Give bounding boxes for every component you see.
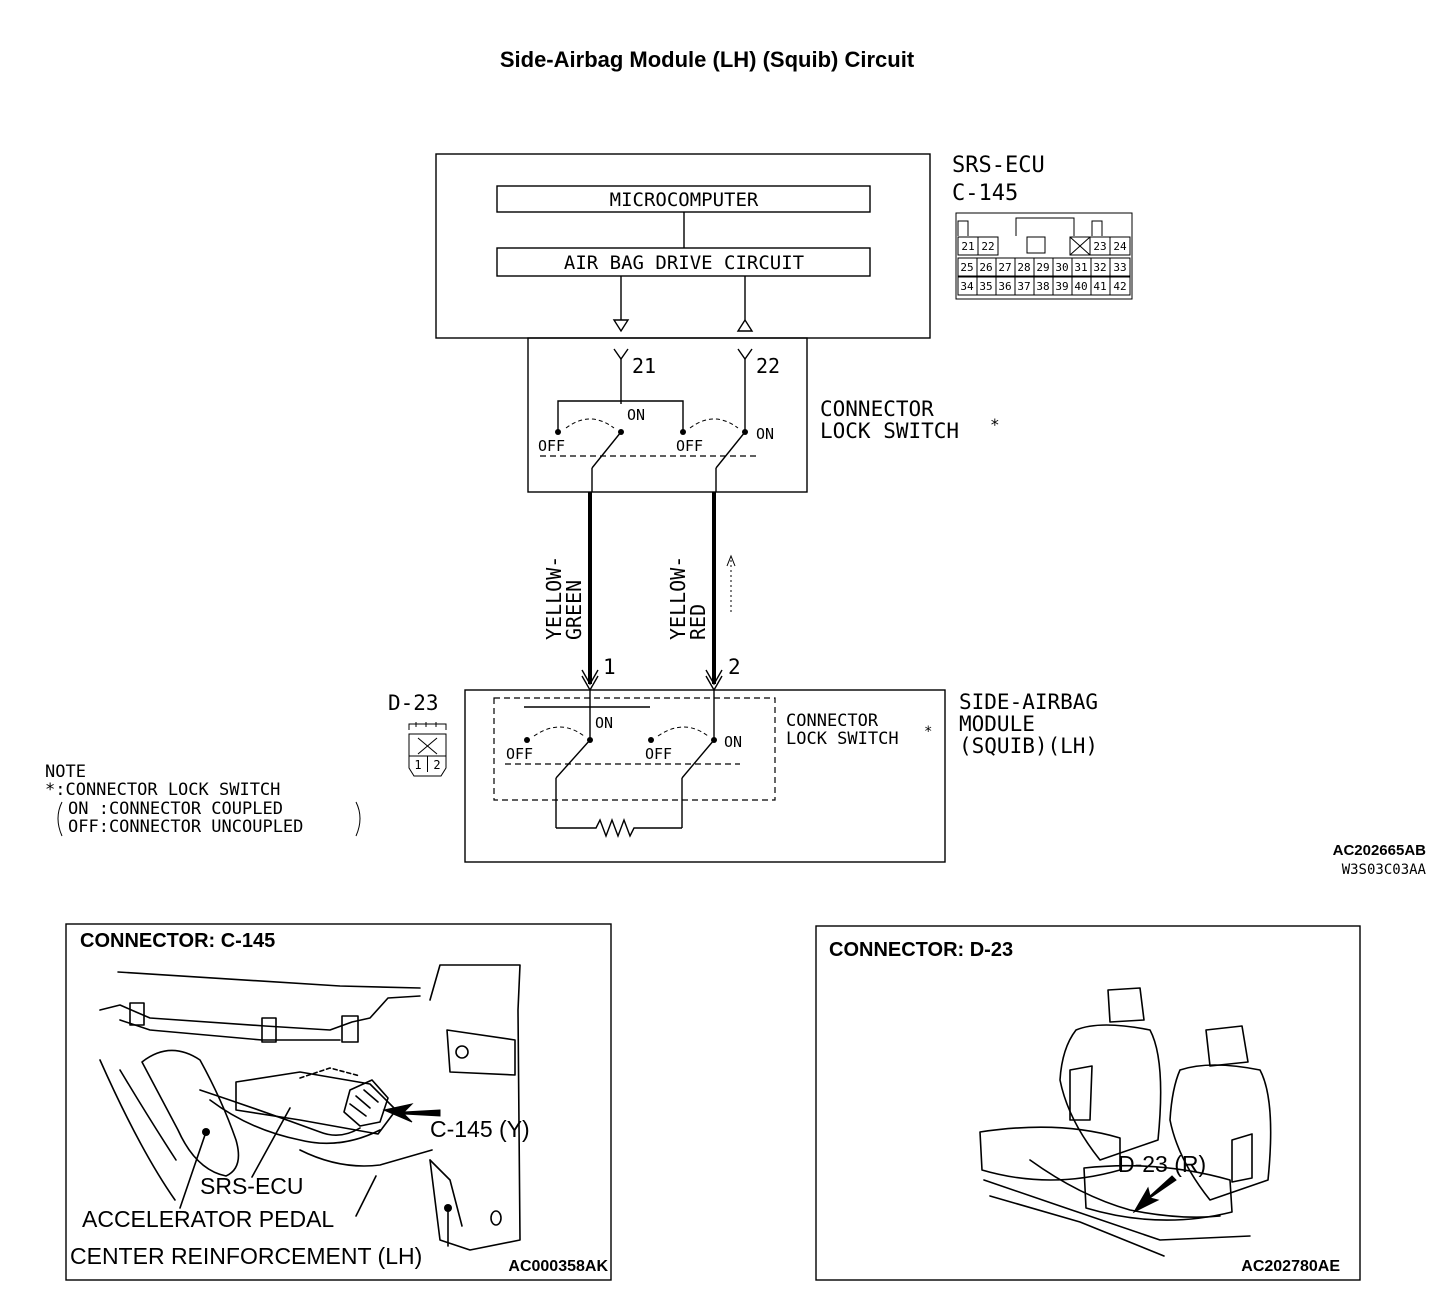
off-label-2: OFF bbox=[676, 437, 703, 455]
c145-location-illustration bbox=[99, 964, 521, 1251]
d23-location-illustration bbox=[979, 987, 1272, 1257]
module-lock-switch-label-2: LOCK SWITCH bbox=[786, 729, 899, 749]
ecu-lock-switch-right bbox=[680, 418, 748, 492]
on-label-2: ON bbox=[756, 425, 774, 443]
d23-callout: D-23 (R) bbox=[1118, 1151, 1206, 1177]
svg-text:25: 25 bbox=[960, 261, 973, 274]
svg-text:41: 41 bbox=[1093, 280, 1106, 293]
svg-text:*:CONNECTOR LOCK SWITCH: *:CONNECTOR LOCK SWITCH bbox=[45, 780, 280, 800]
side-airbag-module-box bbox=[464, 689, 946, 863]
svg-text:22: 22 bbox=[981, 240, 994, 253]
module-pin-1: 1 bbox=[603, 655, 616, 679]
c145-callout: C-145 (Y) bbox=[430, 1116, 530, 1142]
srs-ecu-box bbox=[435, 153, 931, 339]
output-terminal-icon bbox=[612, 319, 630, 333]
svg-text:OFF:CONNECTOR UNCOUPLED: OFF:CONNECTOR UNCOUPLED bbox=[68, 817, 303, 837]
ecu-connector-box bbox=[527, 337, 808, 493]
svg-text:38: 38 bbox=[1036, 280, 1049, 293]
svg-text:27: 27 bbox=[998, 261, 1011, 274]
air-bag-drive-circuit-block bbox=[496, 247, 871, 277]
asterisk-2: * bbox=[924, 724, 932, 740]
module-connector-dashed-box bbox=[493, 697, 776, 801]
svg-text:24: 24 bbox=[1113, 240, 1127, 253]
svg-text:ON :CONNECTOR COUPLED: ON :CONNECTOR COUPLED bbox=[68, 799, 283, 819]
on-label-3: ON bbox=[595, 714, 613, 732]
module-lock-switch-right bbox=[648, 690, 717, 828]
svg-text:31: 31 bbox=[1074, 261, 1087, 274]
svg-text:21: 21 bbox=[961, 240, 974, 253]
ecu-pin-22: 22 bbox=[756, 354, 780, 378]
svg-text:35: 35 bbox=[979, 280, 992, 293]
wire-color-right-2: RED bbox=[686, 604, 710, 640]
svg-text:42: 42 bbox=[1113, 280, 1126, 293]
svg-text:40: 40 bbox=[1074, 280, 1087, 293]
module-name-2: MODULE bbox=[959, 712, 1035, 736]
svg-text:36: 36 bbox=[998, 280, 1011, 293]
d23-panel-title: CONNECTOR: D-23 bbox=[829, 939, 1013, 961]
page-title: Side-Airbag Module (LH) (Squib) Circuit bbox=[500, 47, 915, 72]
wire-color-left-1: YELLOW- bbox=[542, 556, 566, 640]
center-reinforcement-callout: CENTER REINFORCEMENT (LH) bbox=[70, 1243, 422, 1269]
svg-text:1: 1 bbox=[414, 758, 421, 772]
svg-text:34: 34 bbox=[960, 280, 974, 293]
svg-text:23: 23 bbox=[1093, 240, 1106, 253]
module-lock-switch-label-1: CONNECTOR bbox=[786, 711, 879, 731]
svg-text:26: 26 bbox=[979, 261, 992, 274]
module-name-3: (SQUIB)(LH) bbox=[959, 734, 1098, 758]
srs-ecu-callout: SRS-ECU bbox=[200, 1173, 304, 1199]
svg-text:2: 2 bbox=[433, 758, 440, 772]
svg-text:29: 29 bbox=[1036, 261, 1049, 274]
ecu-lock-switch-left bbox=[555, 400, 684, 492]
c145-pinout-face: 21 22 23 24 25 26 27 28 29 30 31 32 33 3… bbox=[955, 212, 1133, 300]
off-label-3: OFF bbox=[506, 745, 533, 763]
module-name-1: SIDE-AIRBAG bbox=[959, 690, 1098, 714]
d23-panel-code: AC202780AE bbox=[1241, 1258, 1340, 1275]
air-bag-drive-circuit-label: AIR BAG DRIVE CIRCUIT bbox=[564, 252, 804, 274]
diagram-code: AC202665AB bbox=[1333, 842, 1427, 859]
module-lock-switch-left bbox=[524, 690, 650, 828]
svg-text:NOTE: NOTE bbox=[45, 762, 86, 782]
accelerator-pedal-callout: ACCELERATOR PEDAL bbox=[82, 1206, 334, 1232]
connector-c145-panel bbox=[65, 923, 612, 1281]
d23-connector-face: 1 2 bbox=[408, 722, 447, 777]
wire-color-left-2: GREEN bbox=[562, 580, 586, 640]
srs-ecu-name: SRS-ECU bbox=[952, 153, 1045, 178]
svg-text:37: 37 bbox=[1017, 280, 1030, 293]
svg-text:30: 30 bbox=[1055, 261, 1068, 274]
diagram-subcode: W3S03C03AA bbox=[1342, 862, 1427, 878]
svg-text:32: 32 bbox=[1093, 261, 1106, 274]
asterisk-1: * bbox=[990, 415, 1000, 434]
svg-text:33: 33 bbox=[1113, 261, 1126, 274]
svg-text:39: 39 bbox=[1055, 280, 1068, 293]
connector-lock-switch-note: NOTE *:CONNECTOR LOCK SWITCH ON :CONNECT… bbox=[45, 762, 361, 837]
module-pin-2: 2 bbox=[728, 655, 741, 679]
off-label-4: OFF bbox=[645, 745, 672, 763]
off-label-1: OFF bbox=[538, 437, 565, 455]
connector-d23-panel bbox=[815, 925, 1361, 1281]
microcomputer-label: MICROCOMPUTER bbox=[610, 189, 759, 211]
squib-resistor-icon bbox=[556, 818, 682, 838]
svg-text:28: 28 bbox=[1017, 261, 1030, 274]
ecu-lock-switch-label-2: LOCK SWITCH bbox=[820, 419, 959, 443]
c145-panel-code: AC000358AK bbox=[508, 1258, 608, 1275]
ecu-pin-21: 21 bbox=[632, 354, 656, 378]
srs-ecu-connector: C-145 bbox=[952, 181, 1018, 206]
on-label-4: ON bbox=[724, 733, 742, 751]
input-terminal-icon bbox=[736, 318, 754, 332]
ecu-lock-switch-label-1: CONNECTOR bbox=[820, 397, 934, 421]
wire-color-right-1: YELLOW- bbox=[666, 556, 690, 640]
c145-panel-title: CONNECTOR: C-145 bbox=[80, 930, 275, 952]
on-label-1: ON bbox=[627, 406, 645, 424]
module-connector-id: D-23 bbox=[388, 691, 439, 715]
